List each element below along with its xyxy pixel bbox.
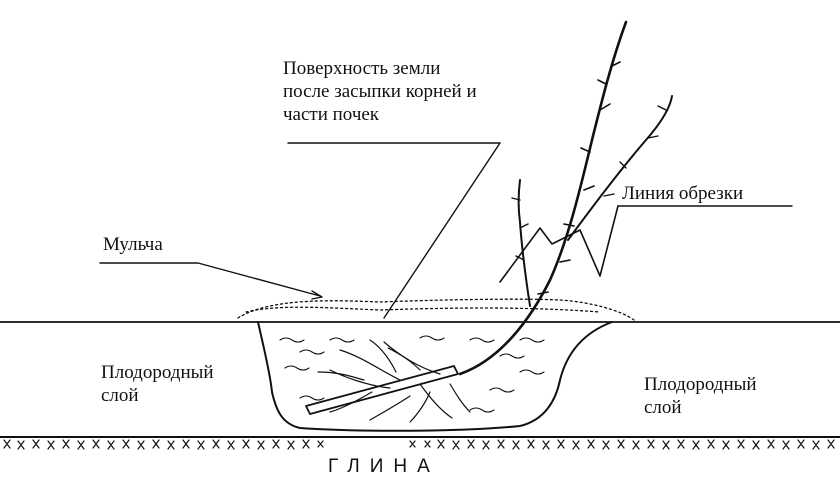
fertile-left-line1: Плодородный: [101, 362, 214, 383]
clay-hatching: [3, 439, 835, 450]
fertile-left-line2: слой: [101, 384, 139, 406]
fertile-layer-left-label: Плодородный слой: [101, 362, 214, 408]
trim-line: [499, 205, 619, 283]
roots: [317, 339, 471, 423]
planting-pit: [257, 321, 613, 432]
left-branch: [517, 179, 531, 307]
main-stem: [458, 20, 628, 376]
fertile-right-line1: Плодородный: [644, 374, 757, 395]
surface-label-line3: части почек: [283, 103, 380, 125]
surface-label-line1: Поверхность земли: [283, 58, 441, 79]
mulch-label: Мульча: [103, 234, 163, 255]
fertile-layer-right-label: Плодородный слой: [644, 374, 757, 420]
fertile-right-line2: слой: [644, 396, 682, 418]
surface-leader: [383, 142, 501, 319]
buds: [537, 61, 621, 295]
soil-fill: [279, 335, 545, 413]
right-branch: [567, 95, 673, 241]
surface-label-line2: после засыпки корней и: [283, 80, 477, 102]
mulch-leader: [99, 262, 321, 297]
surface-label: Поверхность земли после засыпки корней и…: [283, 58, 477, 126]
clay-label: ГЛИНА: [328, 456, 440, 477]
mulch-mound: [237, 298, 635, 321]
cutting-stem: [305, 365, 459, 415]
trim-label: Линия обрезки: [622, 183, 744, 204]
